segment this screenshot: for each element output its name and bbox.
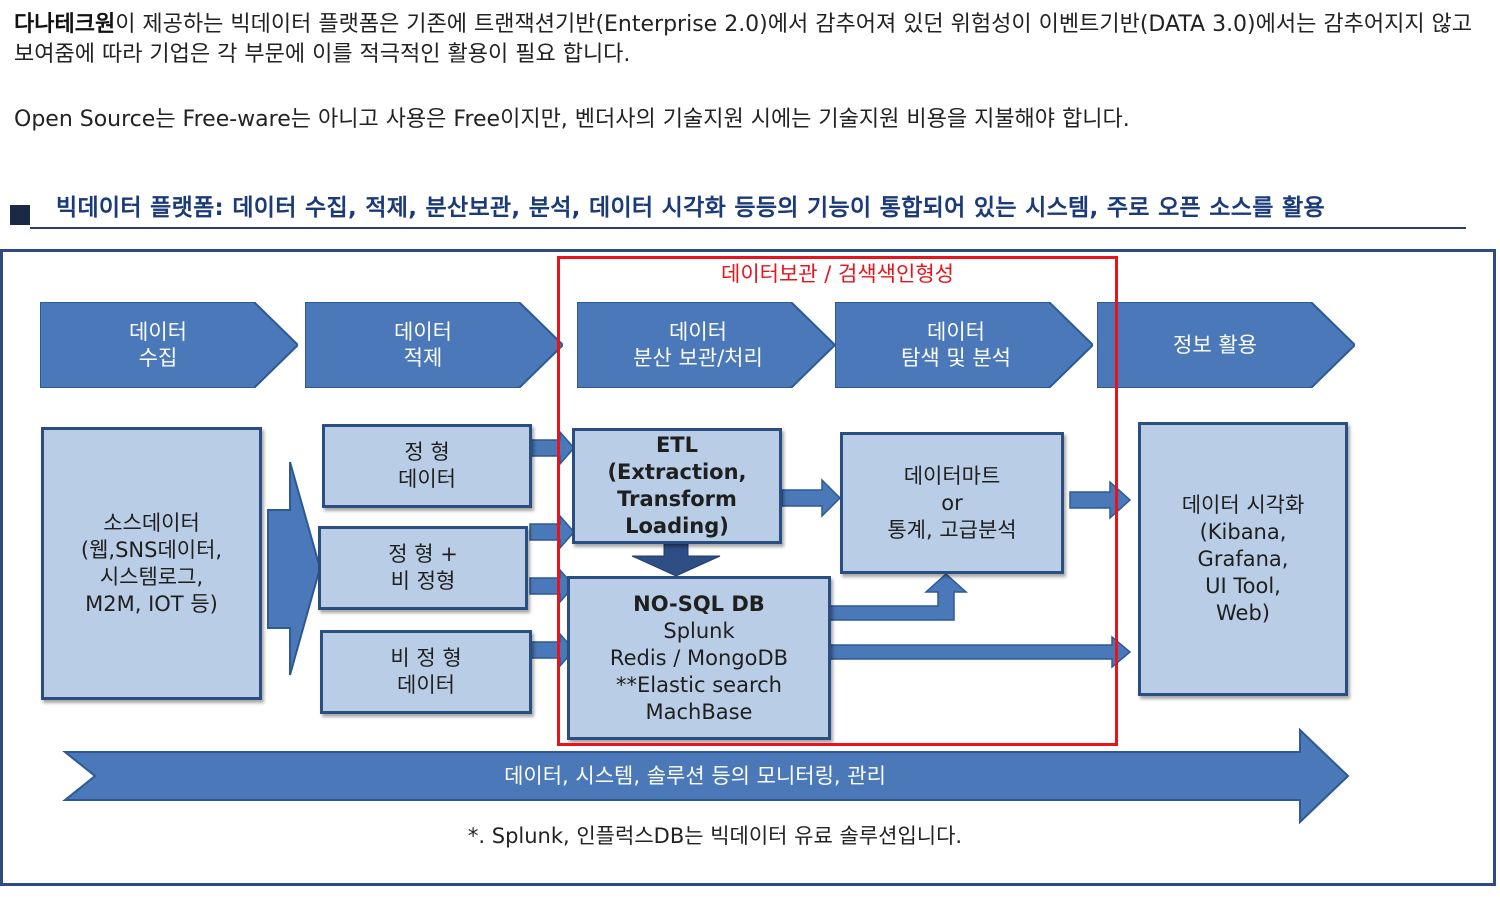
monitoring-label: 데이터, 시스템, 솔루션 등의 모니터링, 관리 xyxy=(504,764,886,788)
arrow-nosql-visual xyxy=(829,635,1132,669)
structured-data-box: 정 형 데이터 xyxy=(322,424,532,508)
chevron-shape xyxy=(40,302,298,388)
arrow-etl-nosql xyxy=(631,543,721,577)
nosql-item: **Elastic search xyxy=(616,672,782,697)
monitoring-arrow xyxy=(62,727,1350,825)
stage-label: 데이터 탐색 및 분석 xyxy=(901,320,1011,370)
chevron-shape xyxy=(577,302,835,388)
nosql-item: MachBase xyxy=(645,699,753,724)
stage-label: 정보 활용 xyxy=(1173,333,1257,357)
nosql-title: NO-SQL DB xyxy=(633,591,765,616)
stage-collect: 데이터 수집 xyxy=(40,302,298,388)
source-data-box: 소스데이터 (웹,SNS데이터, 시스템로그, M2M, IOT 등) xyxy=(41,427,262,700)
company-name: 다나테크원 xyxy=(14,12,116,37)
diagram-frame xyxy=(0,249,1496,886)
arrow-semi-etl xyxy=(529,514,575,550)
arrow-nosql-datamart xyxy=(829,572,968,621)
stage-label: 데이터 분산 보관/처리 xyxy=(633,320,763,370)
datamart-box: 데이터마트 or 통계, 고급분석 xyxy=(840,432,1064,574)
visualization-box: 데이터 시각화 (Kibana, Grafana, UI Tool, Web) xyxy=(1138,422,1348,696)
nosql-db-box: NO-SQL DB Splunk Redis / MongoDB **Elast… xyxy=(567,576,831,740)
chevron-shape xyxy=(835,302,1093,388)
etl-box: ETL (Extraction, Transform Loading) xyxy=(572,428,782,544)
source-arrow xyxy=(267,461,322,676)
nosql-item: Redis / MongoDB xyxy=(609,645,789,670)
storage-index-label: 데이터보관 / 검색색인형성 xyxy=(721,262,954,286)
opensource-note: Open Source는 Free-ware는 아니고 사용은 Free이지만,… xyxy=(14,107,1130,132)
arrow-etl-datamart xyxy=(781,478,842,518)
stage-load: 데이터 적제 xyxy=(305,302,563,388)
stage-label: 데이터 적제 xyxy=(394,320,452,370)
unstructured-data-box: 비 정 형 데이터 xyxy=(320,630,532,714)
intro-paragraph: 다나테크원이 제공하는 빅데이터 플랫폼은 기존에 트랜잭션기반(Enterpr… xyxy=(14,10,1494,70)
stage-use: 정보 활용 xyxy=(1097,302,1355,388)
semi-structured-box: 정 형 + 비 정형 xyxy=(318,526,528,610)
stage-analyze: 데이터 탐색 및 분석 xyxy=(835,302,1093,388)
nosql-item: Splunk xyxy=(663,618,735,643)
intro-text: 이 제공하는 빅데이터 플랫폼은 기존에 트랜잭션기반(Enterprise 2… xyxy=(14,12,1473,67)
chevron-shape xyxy=(1097,302,1355,388)
section-heading: 빅데이터 플랫폼: 데이터 수집, 적제, 분산보관, 분석, 데이터 시각화 … xyxy=(56,195,1325,221)
footnote: *. Splunk, 인플럭스DB는 빅데이터 유료 솔루션입니다. xyxy=(467,824,963,848)
chevron-shape xyxy=(305,302,563,388)
stage-label: 데이터 수집 xyxy=(129,320,187,370)
arrow-structured-etl xyxy=(529,430,575,466)
heading-underline xyxy=(30,227,1466,229)
bullet-square-icon xyxy=(10,205,30,225)
arrow-datamart-visual xyxy=(1069,480,1132,520)
stage-store: 데이터 분산 보관/처리 xyxy=(577,302,835,388)
